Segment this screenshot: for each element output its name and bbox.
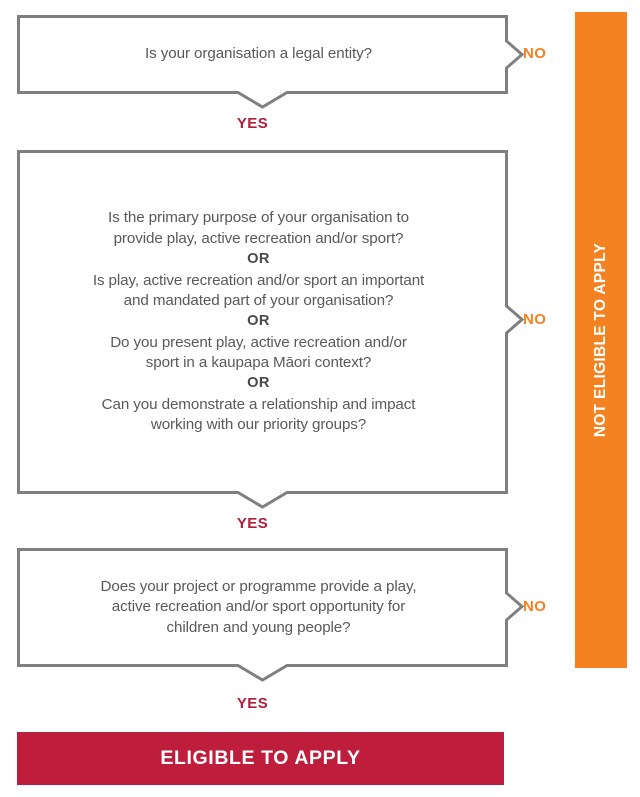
or-separator: OR [247,375,270,392]
decision-box-1-text: Is your organisation a legal entity? [43,15,474,94]
no-label-2: NO [523,311,547,328]
no-label-1: NO [523,45,547,62]
eligible-outcome-bar: ELIGIBLE TO APPLY [17,732,504,785]
decision-box-1-outline [17,15,525,109]
decision-box-2-text: Is the primary purpose of your organisat… [43,150,474,494]
no-label-3: NO [523,598,547,615]
decision-line: provide play, active recreation and/or s… [113,229,404,247]
not-eligible-outcome-bar: NOT ELIGIBLE TO APPLY [575,12,627,668]
or-separator: OR [247,313,270,330]
decision-line: sport in a kaupapa Māori context? [145,354,372,372]
decision-line: Is your organisation a legal entity? [145,45,372,63]
decision-line: and mandated part of your organisation? [123,291,394,309]
decision-box-2: Is the primary purpose of your organisat… [17,150,525,509]
not-eligible-label: NOT ELIGIBLE TO APPLY [592,242,609,438]
decision-line: Is play, active recreation and/or sport … [92,271,425,289]
decision-line: active recreation and/or sport opportuni… [111,598,406,616]
decision-line: children and young people? [166,618,351,636]
decision-box-3-outline [17,548,525,682]
decision-line: working with our priority groups? [150,416,367,434]
decision-box-3-text: Does your project or programme provide a… [43,548,474,667]
decision-line: Is the primary purpose of your organisat… [108,209,409,227]
decision-box-2-outline [17,150,525,509]
decision-line: Do you present play, active recreation a… [110,333,407,351]
eligible-label: ELIGIBLE TO APPLY [160,747,361,769]
decision-box-1: Is your organisation a legal entity? [17,15,525,109]
or-separator: OR [247,250,270,267]
yes-label-2: YES [236,515,269,532]
decision-line: Does your project or programme provide a… [100,577,417,595]
yes-label-1: YES [236,115,269,132]
yes-label-3: YES [236,695,269,712]
decision-box-3: Does your project or programme provide a… [17,548,525,682]
decision-line: Can you demonstrate a relationship and i… [101,396,416,414]
